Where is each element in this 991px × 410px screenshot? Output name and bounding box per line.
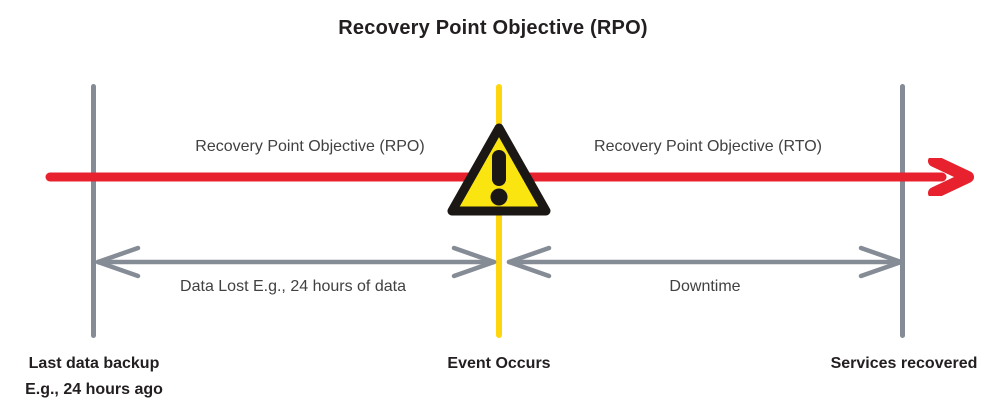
backup-milestone-label: Last data backup E.g., 24 hours ago <box>25 351 163 403</box>
backup-milestone-line2: E.g., 24 hours ago <box>25 381 163 398</box>
data-lost-arrow-icon <box>95 245 497 279</box>
warning-triangle-icon <box>447 123 551 216</box>
downtime-arrow-icon <box>506 245 904 279</box>
backup-marker-line <box>91 84 96 338</box>
rto-segment-label: Recovery Point Objective (RTO) <box>594 138 822 155</box>
rpo-segment-label: Recovery Point Objective (RPO) <box>195 138 425 155</box>
recovered-marker-line <box>900 84 905 338</box>
recovered-milestone-label: Services recovered <box>830 355 978 372</box>
downtime-label: Downtime <box>669 278 741 295</box>
data-lost-label: Data Lost E.g., 24 hours of data <box>180 278 406 295</box>
diagram-title: Recovery Point Objective (RPO) <box>338 17 648 39</box>
event-milestone-label: Event Occurs <box>447 355 551 372</box>
backup-milestone-line1: Last data backup <box>28 355 160 372</box>
